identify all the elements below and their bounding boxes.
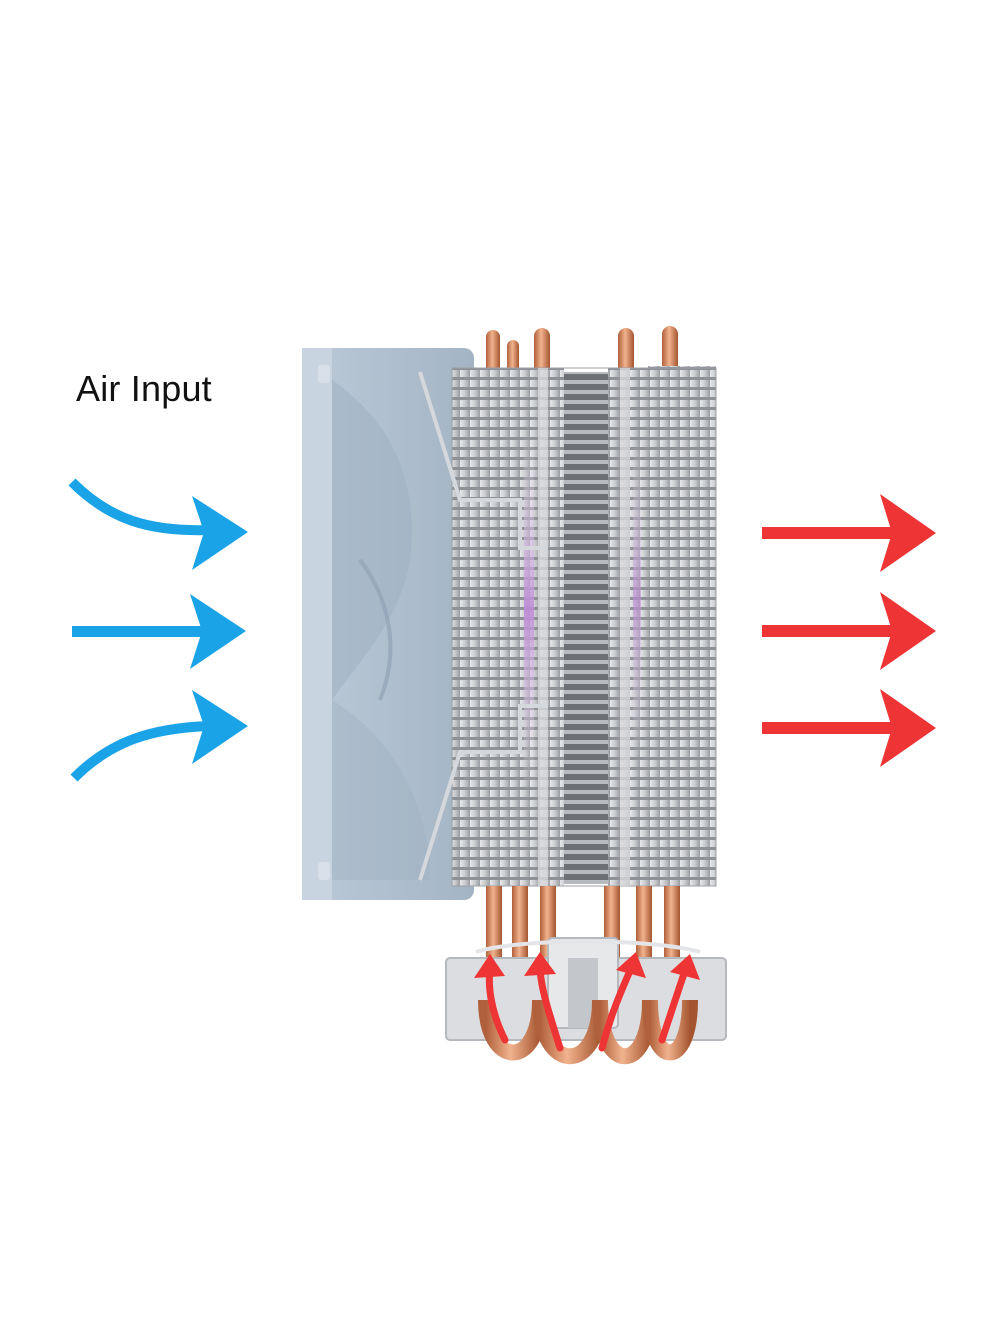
intake-arrows (72, 482, 248, 778)
exhaust-arrows (762, 494, 936, 767)
exhaust-arrow-icon (762, 592, 936, 670)
heatsink-fin-stack (452, 366, 716, 886)
intake-arrow-icon (74, 690, 248, 778)
exhaust-arrow-icon (762, 689, 936, 767)
intake-arrow-icon (72, 594, 246, 669)
rgb-glow (524, 430, 534, 790)
fan (302, 348, 474, 900)
intake-arrow-icon (72, 482, 248, 570)
exhaust-arrow-icon (762, 494, 936, 572)
